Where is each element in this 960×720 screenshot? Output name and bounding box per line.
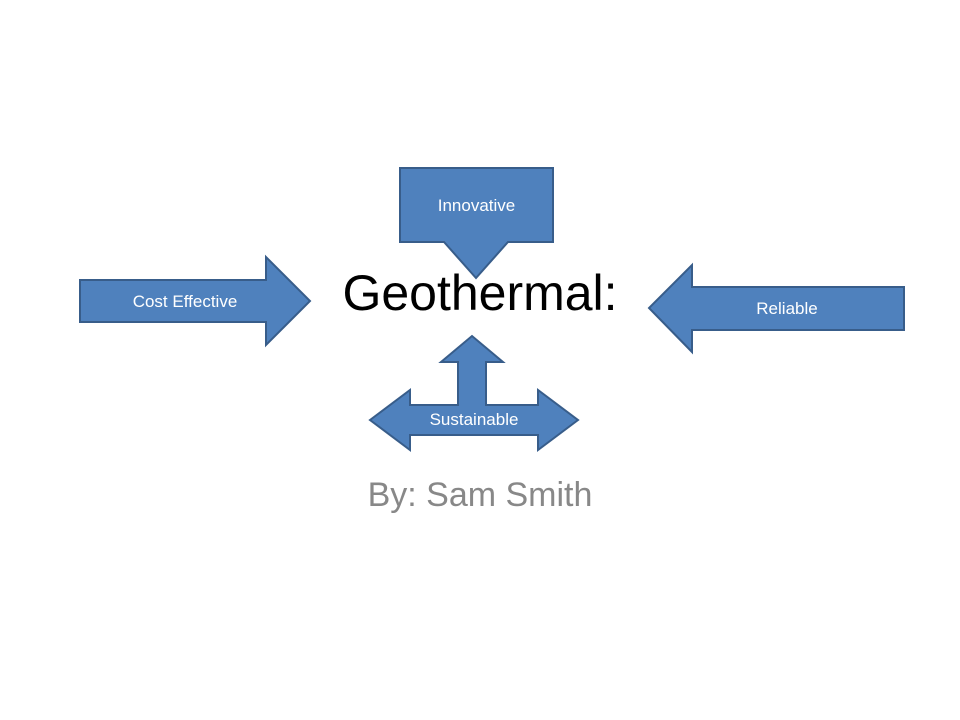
reliable-arrow [647,262,905,355]
slide-title: Geothermal: [342,265,618,321]
reliable-label: Reliable [756,299,818,318]
innovative-label: Innovative [437,196,516,215]
sustainable-label: Sustainable [429,410,519,429]
cost-effective-arrow [79,254,312,348]
cost-effective-label: Cost Effective [132,292,238,311]
sustainable-arrow [368,334,580,452]
innovative-arrow-callout [399,167,554,280]
slide-subtitle: By: Sam Smith [367,476,593,514]
